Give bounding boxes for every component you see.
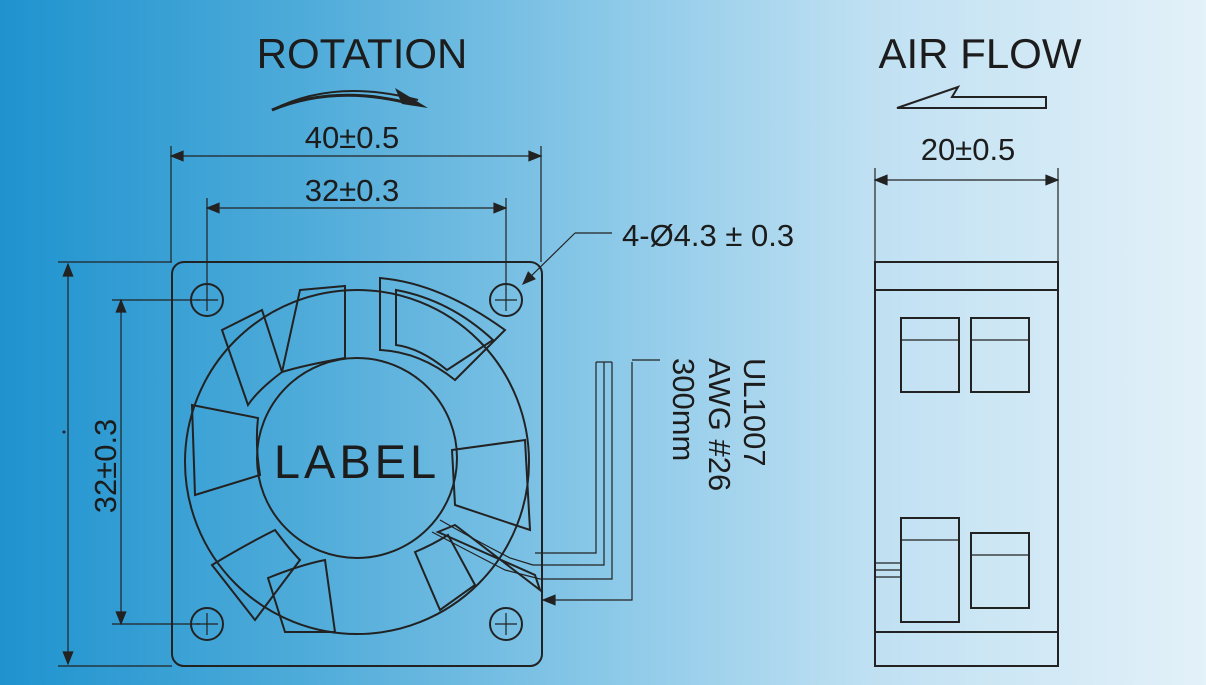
wire-spec-awg: AWG #26 — [702, 358, 737, 491]
airflow-title: AIR FLOW — [878, 30, 1081, 77]
fan-opening — [184, 289, 530, 635]
front-view: ROTATION 40±0.5 32±0.3 4-Ø4.3 ± 0.3 32±0… — [58, 30, 794, 667]
side-slots — [875, 317, 1030, 623]
fan-blades — [190, 276, 542, 633]
width-holes-dim: 32±0.3 — [305, 173, 400, 208]
airflow-arrow-icon — [896, 85, 1047, 109]
depth-dim: 20±0.5 — [921, 132, 1016, 167]
lead-wires — [431, 359, 660, 606]
side-view: AIR FLOW 20±0.5 — [873, 30, 1082, 667]
hub-label: LABEL — [274, 435, 440, 488]
side-frame — [874, 261, 1059, 667]
mounting-holes — [190, 283, 523, 641]
hole-callout: 4-Ø4.3 ± 0.3 — [622, 218, 794, 253]
wire-spec-length: 300mm — [666, 358, 701, 461]
rotation-title: ROTATION — [257, 30, 468, 77]
wire-spec-ul: UL1007 — [737, 358, 772, 467]
height-holes-dim: 32±0.3 — [88, 419, 123, 514]
fan-frame — [171, 261, 543, 667]
width-outer-dim: 40±0.5 — [305, 120, 400, 155]
